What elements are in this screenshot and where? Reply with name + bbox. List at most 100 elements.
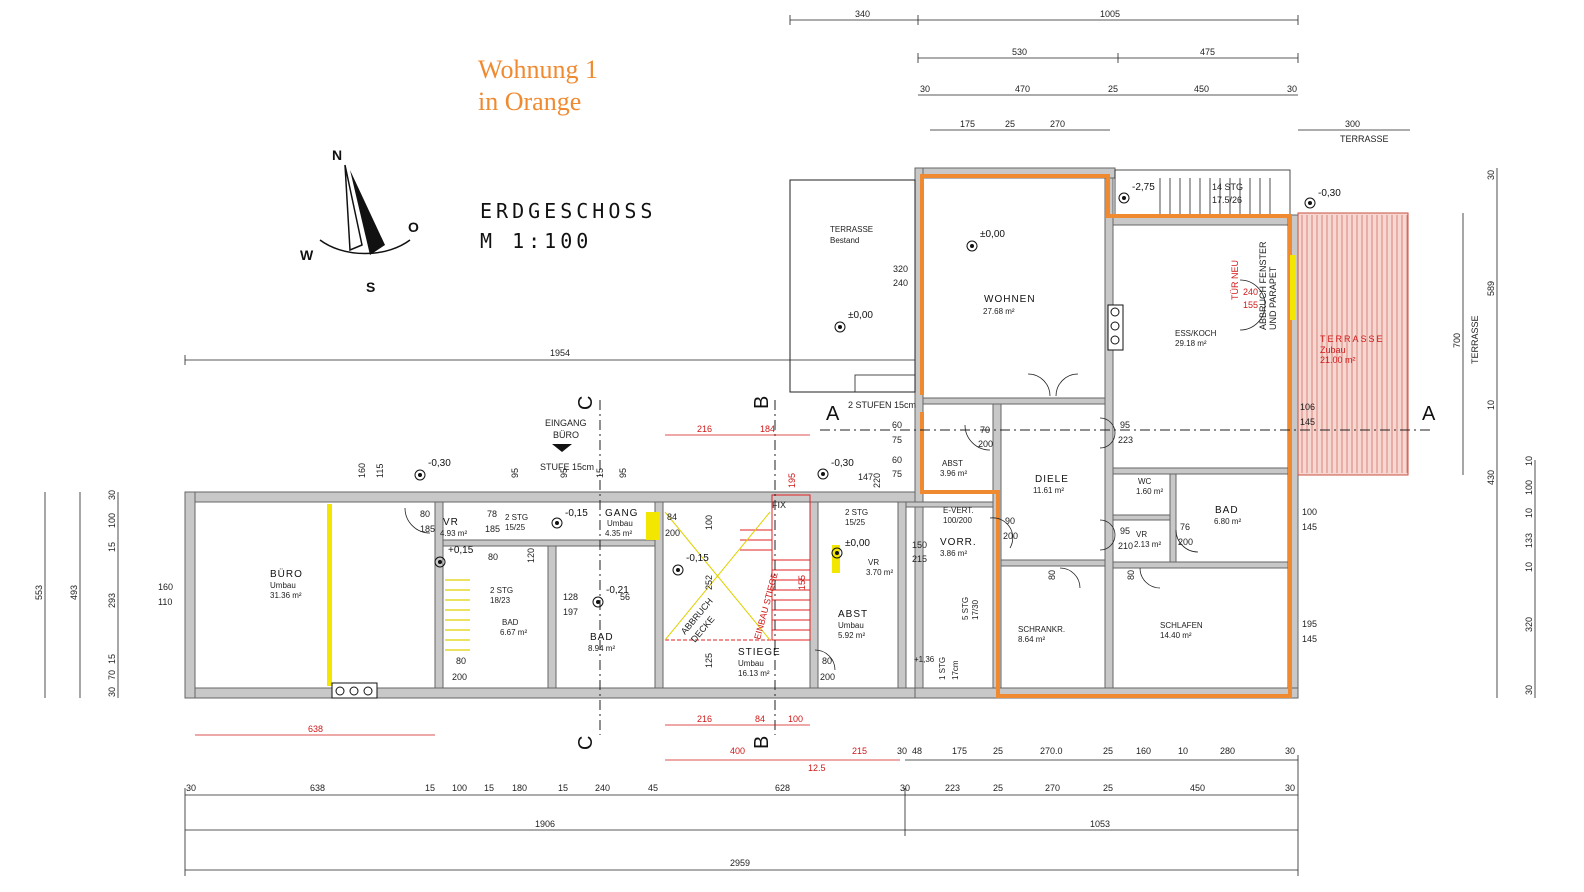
dim-i-95b: 95 xyxy=(1120,526,1130,536)
dim-t-115: 115 xyxy=(375,464,385,478)
legend-line-2: in Orange xyxy=(478,87,581,116)
wall-wc-bad xyxy=(1169,473,1177,563)
svg-text:4.93 m²: 4.93 m² xyxy=(440,529,467,538)
dim-b-45: 45 xyxy=(648,783,658,793)
dim-i-80c: 80 xyxy=(822,656,832,666)
svg-text:+0,15: +0,15 xyxy=(448,545,474,556)
dim-l-30a: 30 xyxy=(107,490,117,500)
label-2-stg-c-ratio: 15/25 xyxy=(845,518,866,527)
dim-i-80f: 80 xyxy=(1126,570,1136,580)
label-2-stg-b-ratio: 18/23 xyxy=(490,596,511,605)
svg-text:6.80 m²: 6.80 m² xyxy=(1214,517,1241,526)
svg-text:2.13 m²: 2.13 m² xyxy=(1134,540,1161,549)
section-b-top: B xyxy=(751,396,773,409)
svg-text:1.60 m²: 1.60 m² xyxy=(1136,487,1163,496)
room-stiege: STIEGE Umbau 16.13 m² xyxy=(738,647,780,678)
room-vr-2: VR 3.70 m² xyxy=(866,558,893,577)
dim-i-150: 150 xyxy=(912,540,927,550)
svg-text:8.64 m²: 8.64 m² xyxy=(1018,635,1045,644)
compass-east: O xyxy=(408,219,419,235)
compass-needle-dark xyxy=(350,170,385,255)
dim-red-195-top: 195 xyxy=(787,473,797,488)
label-5-stg: 5 STG xyxy=(961,597,970,620)
dim-30b: 30 xyxy=(1287,84,1297,94)
einbau-stiege xyxy=(665,494,811,641)
dim-i-100: 100 xyxy=(704,515,714,530)
svg-text:-0,21: -0,21 xyxy=(606,585,629,596)
room-abst-1: ABST Umbau 5.92 m² xyxy=(838,609,868,640)
dim-i-185: 185 xyxy=(420,524,435,534)
svg-text:VORR.: VORR. xyxy=(940,537,977,548)
dim-470: 470 xyxy=(1015,84,1030,94)
dim-530: 530 xyxy=(1012,47,1027,57)
dim-red-155: 155 xyxy=(797,575,807,590)
label-terrasse-side: TERRASSE xyxy=(1470,315,1480,364)
section-a-left: A xyxy=(826,403,840,425)
compass-south: S xyxy=(366,279,375,295)
svg-text:3.96 m²: 3.96 m² xyxy=(940,469,967,478)
yellow-demolition-abst xyxy=(832,545,840,573)
label-14-stg: 14 STG xyxy=(1212,182,1243,192)
dim-i-70: 70 xyxy=(980,425,990,435)
dim-b-638: 638 xyxy=(310,783,325,793)
dim-i-200e: 200 xyxy=(452,672,467,682)
room-buero: BÜRO Umbau 31.36 m² xyxy=(270,568,302,600)
dim-l-293: 293 xyxy=(107,593,117,608)
dim-red-216: 216 xyxy=(697,714,712,724)
dim-l-30b: 30 xyxy=(107,687,117,697)
dim-i-60a: 60 xyxy=(892,420,902,430)
svg-text:8.94 m²: 8.94 m² xyxy=(588,644,615,653)
dim-r-30b: 30 xyxy=(1524,685,1534,695)
level-marker: -0,30 xyxy=(817,458,854,480)
terrasse-zubau xyxy=(1297,212,1409,476)
dim-r-133: 133 xyxy=(1524,533,1534,548)
dim-i-80a: 80 xyxy=(420,509,430,519)
dim-i-240: 240 xyxy=(893,278,908,288)
wall-left-top xyxy=(184,491,916,503)
dim-r-10a: 10 xyxy=(1486,400,1496,410)
svg-text:VR: VR xyxy=(1136,530,1147,539)
wall-schrankr-top xyxy=(1000,559,1106,567)
svg-text:VR: VR xyxy=(443,517,459,528)
dim-b-30b: 30 xyxy=(897,746,907,756)
room-ess-koch: ESS/KOCH 29.18 m² xyxy=(1175,329,1217,348)
dim-i-120: 120 xyxy=(526,548,536,563)
dim-b-1053: 1053 xyxy=(1090,819,1110,829)
dim-b-25b: 25 xyxy=(1103,746,1113,756)
room-schrankr: SCHRANKR. 8.64 m² xyxy=(1018,625,1065,644)
svg-text:Umbau: Umbau xyxy=(738,659,764,668)
dim-b-25a: 25 xyxy=(993,746,1003,756)
dimension-lines-top xyxy=(184,15,1410,365)
level-marker: +1,36 xyxy=(914,655,935,664)
svg-text:TERRASSE: TERRASSE xyxy=(1320,334,1385,344)
dim-i-56: 56 xyxy=(620,592,630,602)
svg-text:ABST: ABST xyxy=(838,609,868,620)
dim-r-100b: 100 xyxy=(1302,507,1317,517)
wall-left-side xyxy=(184,491,196,699)
dim-b-15c: 15 xyxy=(558,783,568,793)
svg-text:SCHRANKR.: SCHRANKR. xyxy=(1018,625,1065,634)
room-vr-3: VR 2.13 m² xyxy=(1134,530,1161,549)
room-wohnen: WOHNEN 27.68 m² xyxy=(983,294,1035,316)
compass-west: W xyxy=(300,247,314,263)
svg-text:3.86 m²: 3.86 m² xyxy=(940,549,967,558)
dim-r-106: 106 xyxy=(1300,402,1315,412)
dim-t-147: 147 xyxy=(858,472,873,482)
dim-b-180: 180 xyxy=(512,783,527,793)
svg-text:BAD: BAD xyxy=(590,632,614,643)
dim-r-320: 320 xyxy=(1524,617,1534,632)
terrasse-bestand-outline xyxy=(789,179,916,393)
dim-i-215: 215 xyxy=(912,554,927,564)
svg-text:-2,75: -2,75 xyxy=(1132,182,1155,193)
room-bad-1: BAD 6.67 m² xyxy=(500,618,527,637)
label-2-stg-a: 2 STG xyxy=(505,513,528,522)
dim-i-128: 128 xyxy=(563,592,578,602)
dim-b-15b: 15 xyxy=(484,783,494,793)
legend-line-1: Wohnung 1 xyxy=(478,55,598,84)
wall-abst-right xyxy=(897,501,907,689)
svg-text:DIELE: DIELE xyxy=(1035,474,1069,485)
room-terrasse-zubau: TERRASSE Zubau 21.00 m² xyxy=(1320,334,1385,365)
dim-b-270-0: 270.0 xyxy=(1040,746,1063,756)
room-wc: WC 1.60 m² xyxy=(1136,477,1163,496)
